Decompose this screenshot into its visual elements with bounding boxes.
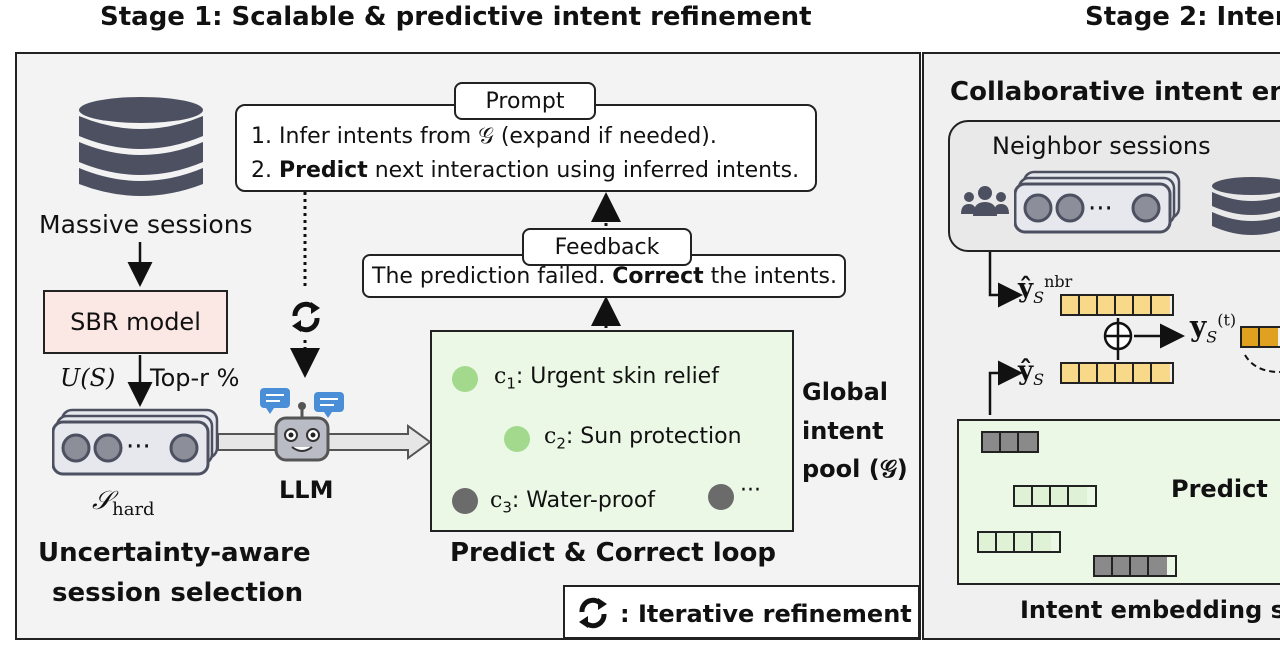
hard-sessions-ellipsis: ···	[126, 432, 151, 462]
hard-sessions-sub: hard	[112, 499, 155, 521]
prompt-line2-prefix: 2.	[251, 158, 279, 183]
neighbor-sessions-icon	[1014, 170, 1181, 234]
intent-embedding-panel: Predict	[957, 419, 1280, 585]
legend-refresh-icon	[579, 597, 607, 629]
stage2-database-icon	[1212, 177, 1280, 235]
sbr-model-label: SBR model	[70, 308, 201, 336]
embedding-vector-2	[1013, 485, 1097, 507]
intent-1-sub: 1	[506, 374, 516, 393]
predict-label: Predict	[1171, 475, 1268, 503]
stage2-title: Stage 2: Inter	[1085, 2, 1280, 32]
embedding-title: Intent embedding s	[1020, 596, 1280, 624]
prompt-line2: 2. Predict next interaction using inferr…	[251, 158, 799, 183]
intent-3-label: : Water-proof	[511, 488, 656, 513]
stage1-title: Stage 1: Scalable & predictive intent re…	[100, 2, 812, 32]
intent-dot-1	[452, 366, 478, 392]
y-t-symbol: y	[1190, 310, 1207, 343]
hard-sessions-icon	[52, 408, 219, 476]
intent-dot-2	[504, 426, 530, 452]
feedback-text: The prediction failed. Correct the inten…	[372, 264, 837, 289]
intent-dot-more	[708, 484, 734, 510]
pool-title-line2: intent	[802, 417, 884, 445]
intent-more: ···	[740, 478, 761, 503]
intent-1-id: c	[494, 364, 507, 389]
hard-sessions-label: 𝒮hard	[92, 486, 155, 520]
intent-pool-box: c1: Urgent skin relief c2: Sun protectio…	[430, 330, 794, 532]
pool-title-line1: Global	[802, 378, 889, 406]
intent-2: c2: Sun protection	[544, 424, 742, 452]
y-nbr-vector	[1060, 294, 1174, 316]
prompt-label-box: Prompt	[454, 82, 596, 120]
prompt-label: Prompt	[485, 88, 565, 114]
y-nbr-sub: S	[1033, 287, 1045, 307]
massive-sessions-label: Massive sessions	[39, 210, 253, 239]
feedback-text-suffix: the intents.	[703, 264, 837, 289]
intent-2-sub: 2	[556, 434, 566, 453]
intent-2-id: c	[544, 424, 557, 449]
refresh-icon	[292, 301, 320, 333]
users-icon	[961, 186, 1009, 216]
embedding-vector-3	[977, 531, 1061, 553]
database-icon	[79, 97, 203, 196]
collab-title: Collaborative intent en	[950, 77, 1280, 107]
y-nbr-sup: nbr	[1044, 272, 1073, 291]
arrow-embed-to-ys	[988, 360, 1023, 415]
neighbor-sessions-label: Neighbor sessions	[992, 132, 1211, 160]
intent-1-label: : Urgent skin relief	[515, 364, 719, 389]
intent-3: c3: Water-proof	[490, 488, 655, 516]
prompt-line1: 1. Infer intents from 𝒢 (expand if neede…	[251, 124, 717, 149]
top-r-label: Top-r %	[150, 364, 240, 392]
y-t-sub: S	[1206, 327, 1218, 347]
y-t-label: yS(t)	[1190, 310, 1236, 347]
y-t-sup: (t)	[1217, 310, 1237, 330]
intent-dot-3	[452, 488, 478, 514]
y-nbr-label: ŷSnbr	[1018, 272, 1072, 307]
selection-title-line1: Uncertainty-aware	[38, 538, 311, 568]
y-s-sub: S	[1033, 370, 1045, 390]
prompt-line2-bold: Predict	[278, 158, 368, 183]
prompt-line2-suffix: next interaction using inferred intents.	[367, 158, 800, 183]
pool-title-line3: pool (𝒢)	[802, 455, 908, 483]
intent-3-id: c	[490, 488, 503, 513]
feedback-label-box: Feedback	[522, 228, 692, 266]
y-s-vector	[1060, 362, 1174, 384]
legend-label: : Iterative refinement	[620, 600, 912, 628]
loop-title: Predict & Correct loop	[450, 538, 777, 568]
feedback-text-prefix: The prediction failed.	[372, 264, 613, 289]
embedding-vector-4	[1093, 555, 1177, 577]
feedback-text-bold: Correct	[612, 264, 704, 289]
embedding-vector-1	[981, 431, 1039, 453]
neighbor-sessions-ellipsis: ···	[1088, 194, 1113, 224]
hard-sessions-symbol: 𝒮	[92, 486, 113, 516]
y-s-label: ŷS	[1018, 356, 1044, 389]
intent-3-sub: 3	[502, 498, 512, 517]
selection-title-line2: session selection	[52, 578, 304, 608]
y-nbr-symbol: ŷ	[1018, 273, 1034, 304]
y-t-vector	[1240, 326, 1280, 348]
uncertainty-label: U(S)	[60, 364, 116, 392]
feedback-label: Feedback	[554, 234, 660, 260]
arrow-neighbors-to-ynbr	[988, 252, 1023, 308]
intent-2-label: : Sun protection	[565, 424, 742, 449]
legend-box	[563, 585, 920, 639]
llm-label: LLM	[279, 476, 334, 504]
sbr-model-box: SBR model	[43, 290, 228, 354]
intent-1: c1: Urgent skin relief	[494, 364, 719, 392]
llm-robot-icon	[260, 388, 344, 462]
y-s-symbol: ŷ	[1018, 356, 1034, 386]
